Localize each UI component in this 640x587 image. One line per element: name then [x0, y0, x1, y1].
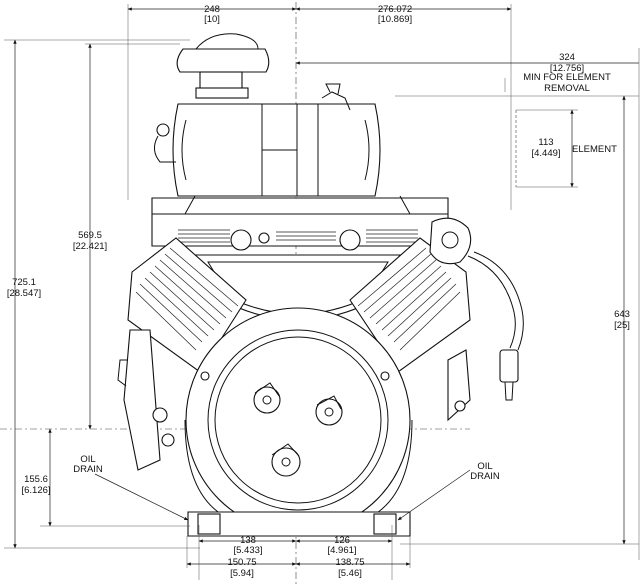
- dim-113-in: [4.449]: [531, 148, 560, 159]
- element-removal-note-1: MIN FOR ELEMENT: [523, 72, 611, 83]
- dim-138-75-mm: 138.75: [335, 557, 364, 568]
- dim-569-mm: 569.5: [78, 230, 102, 241]
- dim-643-in: [25]: [614, 320, 630, 331]
- dim-725-in: [28.547]: [7, 288, 41, 299]
- dim-276-mm: 276.072: [378, 4, 412, 15]
- oil-drain-right-line1: OIL: [477, 461, 492, 472]
- dim-150-in: [5.94]: [230, 568, 254, 579]
- element-removal-note-2: REMOVAL: [544, 83, 590, 94]
- dim-126-mm: 126: [334, 535, 350, 546]
- left-cylinder-fins: [135, 247, 239, 351]
- dim-248-mm: 248: [204, 4, 220, 15]
- dim-725-mm: 725.1: [12, 277, 36, 288]
- dim-155-in: [6.126]: [21, 485, 50, 496]
- dim-276-in: [10.869]: [378, 14, 412, 25]
- element-label: ELEMENT: [572, 144, 617, 155]
- dim-324-in: [12.756]: [550, 63, 584, 74]
- dim-113-mm: 113: [538, 137, 553, 148]
- dim-569-in: [22.421]: [73, 241, 107, 252]
- oil-drain-right-line2: DRAIN: [470, 471, 500, 482]
- oil-drain-left-line2: DRAIN: [73, 464, 103, 475]
- dim-138-75-in: [5.46]: [338, 568, 362, 579]
- dim-155-mm: 155.6: [24, 474, 48, 485]
- dimension-text: 248 [10] 276.072 [10.869] 324 [12.756] M…: [7, 4, 630, 579]
- dim-643-mm: 643: [614, 309, 630, 320]
- dim-138-mm: 138: [240, 535, 256, 546]
- right-cylinder-fins: [357, 247, 461, 351]
- engine-outline: [117, 33, 524, 537]
- oil-drain-left-line1: OIL: [80, 454, 95, 465]
- upper-fins: [178, 229, 418, 243]
- dim-138-in: [5.433]: [233, 545, 262, 556]
- dim-248-in: [10]: [204, 14, 220, 25]
- dimension-lines: [4, 4, 640, 580]
- dim-126-in: [4.961]: [327, 545, 356, 556]
- dim-150-mm: 150.75: [227, 557, 256, 568]
- dim-324-mm: 324: [559, 52, 575, 63]
